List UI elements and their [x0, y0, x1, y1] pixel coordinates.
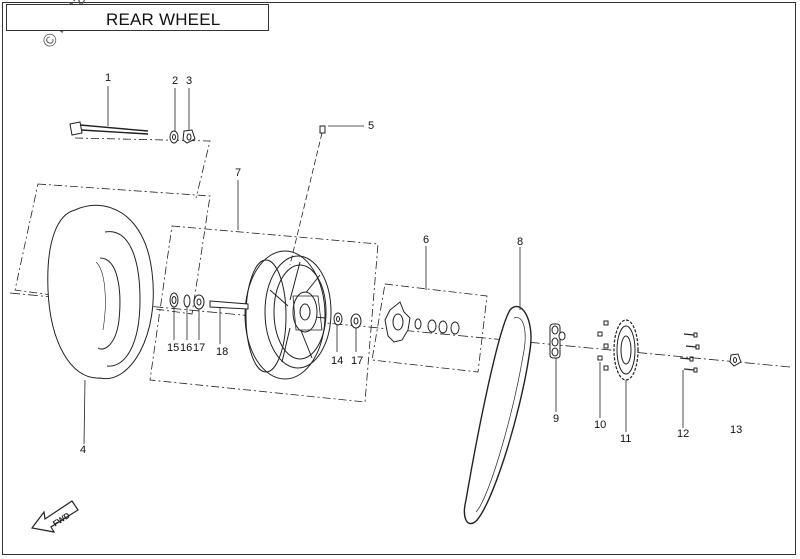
- callout-2: 2: [172, 75, 179, 87]
- axle-spacer: [209, 300, 249, 310]
- callout-12: 12: [677, 428, 690, 440]
- rear-tire: [47, 204, 154, 380]
- axle-bolt: [69, 121, 149, 136]
- oil-seal-left: [169, 292, 179, 308]
- callout-18: 18: [216, 346, 229, 358]
- callout-5: 5: [368, 120, 375, 132]
- sprocket-nuts: [597, 320, 609, 371]
- callout-11: 11: [620, 433, 632, 445]
- sprocket-carrier: [549, 323, 566, 359]
- hub-group-box: [371, 283, 488, 373]
- callout-7: 7: [235, 167, 242, 179]
- callout-16: 16: [180, 342, 193, 354]
- rear-wheel-rim: [244, 250, 332, 380]
- axle-nut-right: [729, 353, 742, 367]
- fwd-arrow-icon: [30, 500, 79, 533]
- rear-sprocket: [613, 319, 639, 381]
- callout-14: 14: [331, 355, 344, 367]
- callout-8: 8: [517, 236, 524, 248]
- callout-17-right: 17: [351, 355, 364, 367]
- leader-lines: [83, 86, 684, 445]
- tire-valve: [289, 125, 326, 266]
- drive-chain: [463, 305, 532, 525]
- callout-6: 6: [423, 234, 430, 246]
- callout-4: 4: [80, 444, 87, 456]
- spacer-ring: [183, 294, 191, 308]
- callout-13: 13: [730, 424, 743, 436]
- callout-3: 3: [186, 75, 193, 87]
- bearing-left: [193, 294, 205, 310]
- title-box: REAR WHEEL: [6, 4, 269, 31]
- sprocket-bolts: [679, 332, 700, 373]
- axle-washer: [169, 130, 179, 144]
- axle-nut: [182, 129, 196, 144]
- callout-9: 9: [553, 413, 560, 425]
- bearing-right: [333, 312, 343, 326]
- diagram-title: REAR WHEEL: [106, 10, 221, 29]
- tire-group-box: [14, 183, 211, 315]
- callout-15: 15: [167, 342, 180, 354]
- callout-17-left: 17: [193, 342, 206, 354]
- callout-1: 1: [105, 72, 112, 84]
- callout-10: 10: [594, 419, 607, 431]
- seal-right: [350, 313, 362, 329]
- sprocket-hub: [384, 301, 460, 343]
- axle-group-box: [74, 137, 211, 199]
